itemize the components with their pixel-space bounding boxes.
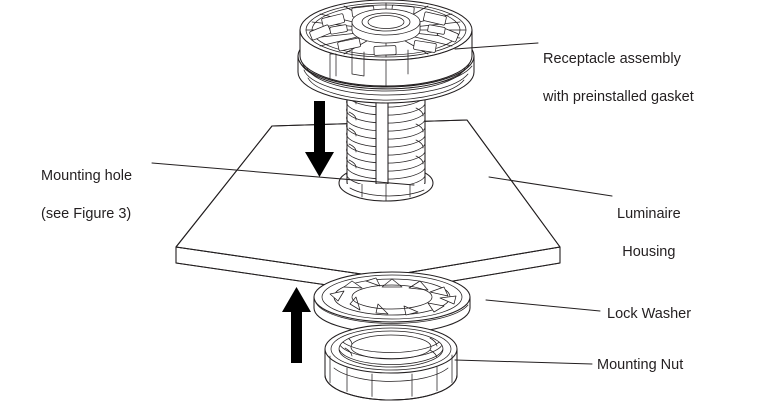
callout-receptacle-assembly: Receptacle assembly with preinstalled ga… bbox=[543, 31, 694, 106]
mounting-nut bbox=[324, 324, 458, 401]
leader-lines bbox=[151, 42, 613, 365]
lock-washer bbox=[313, 271, 471, 334]
leader-luminaire-housing bbox=[488, 176, 613, 197]
callout-receptacle-line1: Receptacle assembly bbox=[543, 50, 681, 67]
callout-receptacle-line2: with preinstalled gasket bbox=[543, 88, 694, 105]
fastening-arrow-up bbox=[282, 287, 311, 363]
callout-lock-washer: Lock Washer bbox=[607, 306, 692, 322]
callout-luminaire-housing: Luminaire Housing bbox=[617, 186, 681, 261]
leader-mounting-hole bbox=[151, 162, 415, 186]
callout-mounting-hole-line1: Mounting hole bbox=[41, 167, 133, 184]
callout-luminaire-line2: Housing bbox=[622, 243, 676, 260]
leader-lock-washer bbox=[485, 299, 601, 312]
leader-receptacle bbox=[454, 42, 539, 50]
callout-mounting-hole: Mounting hole (see Figure 3) bbox=[41, 148, 132, 223]
callout-mounting-hole-line2: (see Figure 3) bbox=[41, 205, 132, 222]
receptacle-assembly bbox=[299, 0, 473, 87]
callout-luminaire-line1: Luminaire bbox=[617, 205, 681, 222]
callout-mounting-nut: Mounting Nut bbox=[597, 357, 684, 373]
insertion-arrow-down bbox=[305, 101, 334, 177]
leader-mounting-nut bbox=[454, 359, 593, 365]
